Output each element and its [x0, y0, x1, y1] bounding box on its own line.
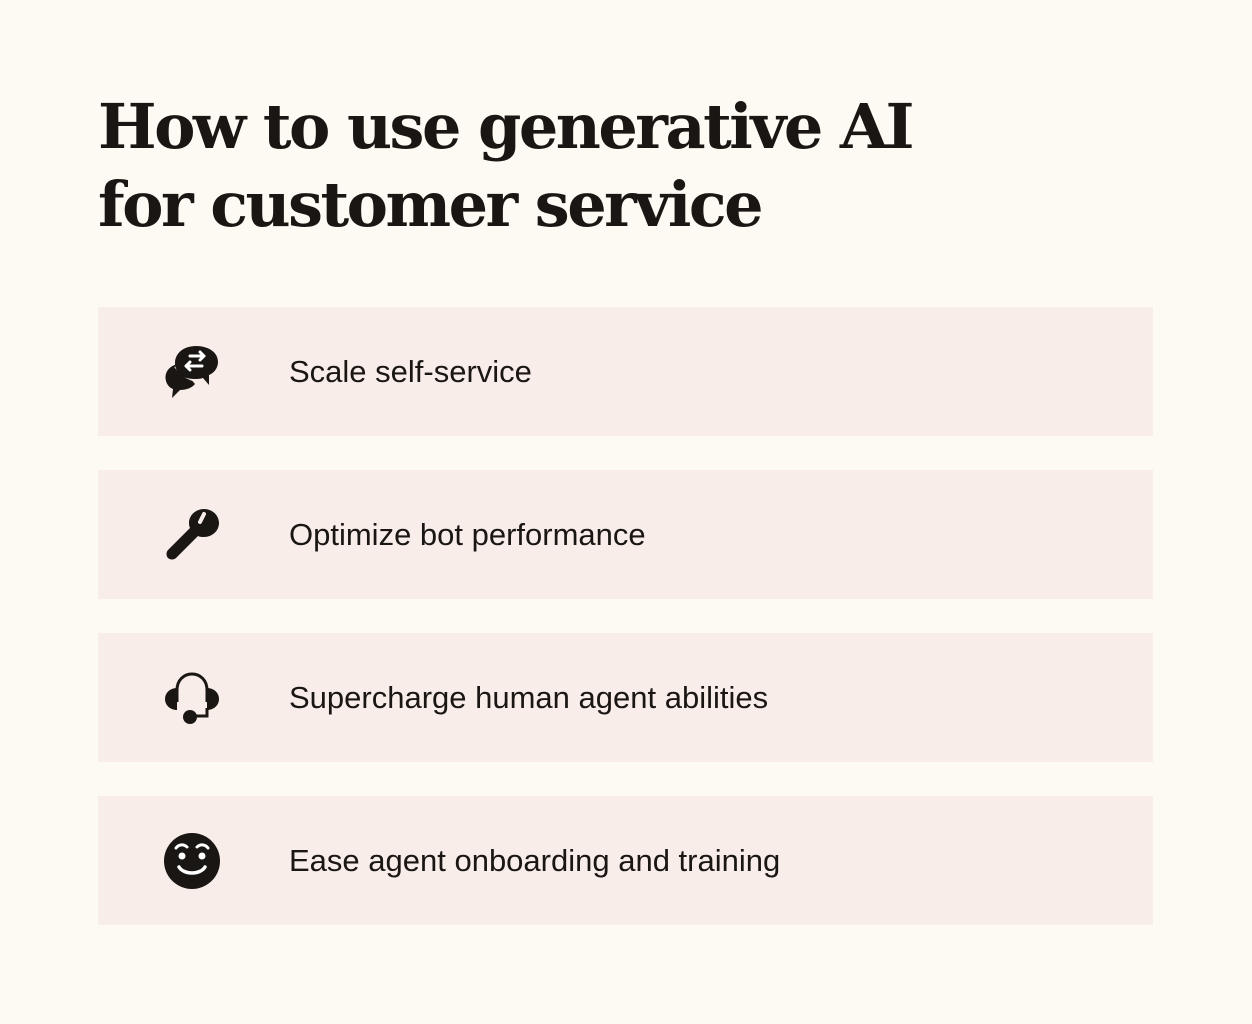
- item-label: Optimize bot performance: [289, 516, 646, 552]
- headset-icon: [162, 668, 222, 728]
- wrench-icon: [162, 505, 222, 565]
- use-case-list: Scale self-service Optimize bot performa…: [98, 307, 1153, 925]
- list-item-ease-agent-onboarding: Ease agent onboarding and training: [98, 796, 1153, 925]
- item-label: Scale self-service: [289, 353, 532, 389]
- chat-bubbles-exchange-icon: [162, 342, 222, 402]
- list-item-scale-self-service: Scale self-service: [98, 307, 1153, 436]
- smiley-face-icon: [162, 831, 222, 891]
- list-item-supercharge-human-agent-abilities: Supercharge human agent abilities: [98, 633, 1153, 762]
- list-item-optimize-bot-performance: Optimize bot performance: [98, 470, 1153, 599]
- item-label: Ease agent onboarding and training: [289, 842, 781, 878]
- item-label: Supercharge human agent abilities: [289, 679, 769, 715]
- page-title: How to use generative AI for customer se…: [98, 90, 915, 241]
